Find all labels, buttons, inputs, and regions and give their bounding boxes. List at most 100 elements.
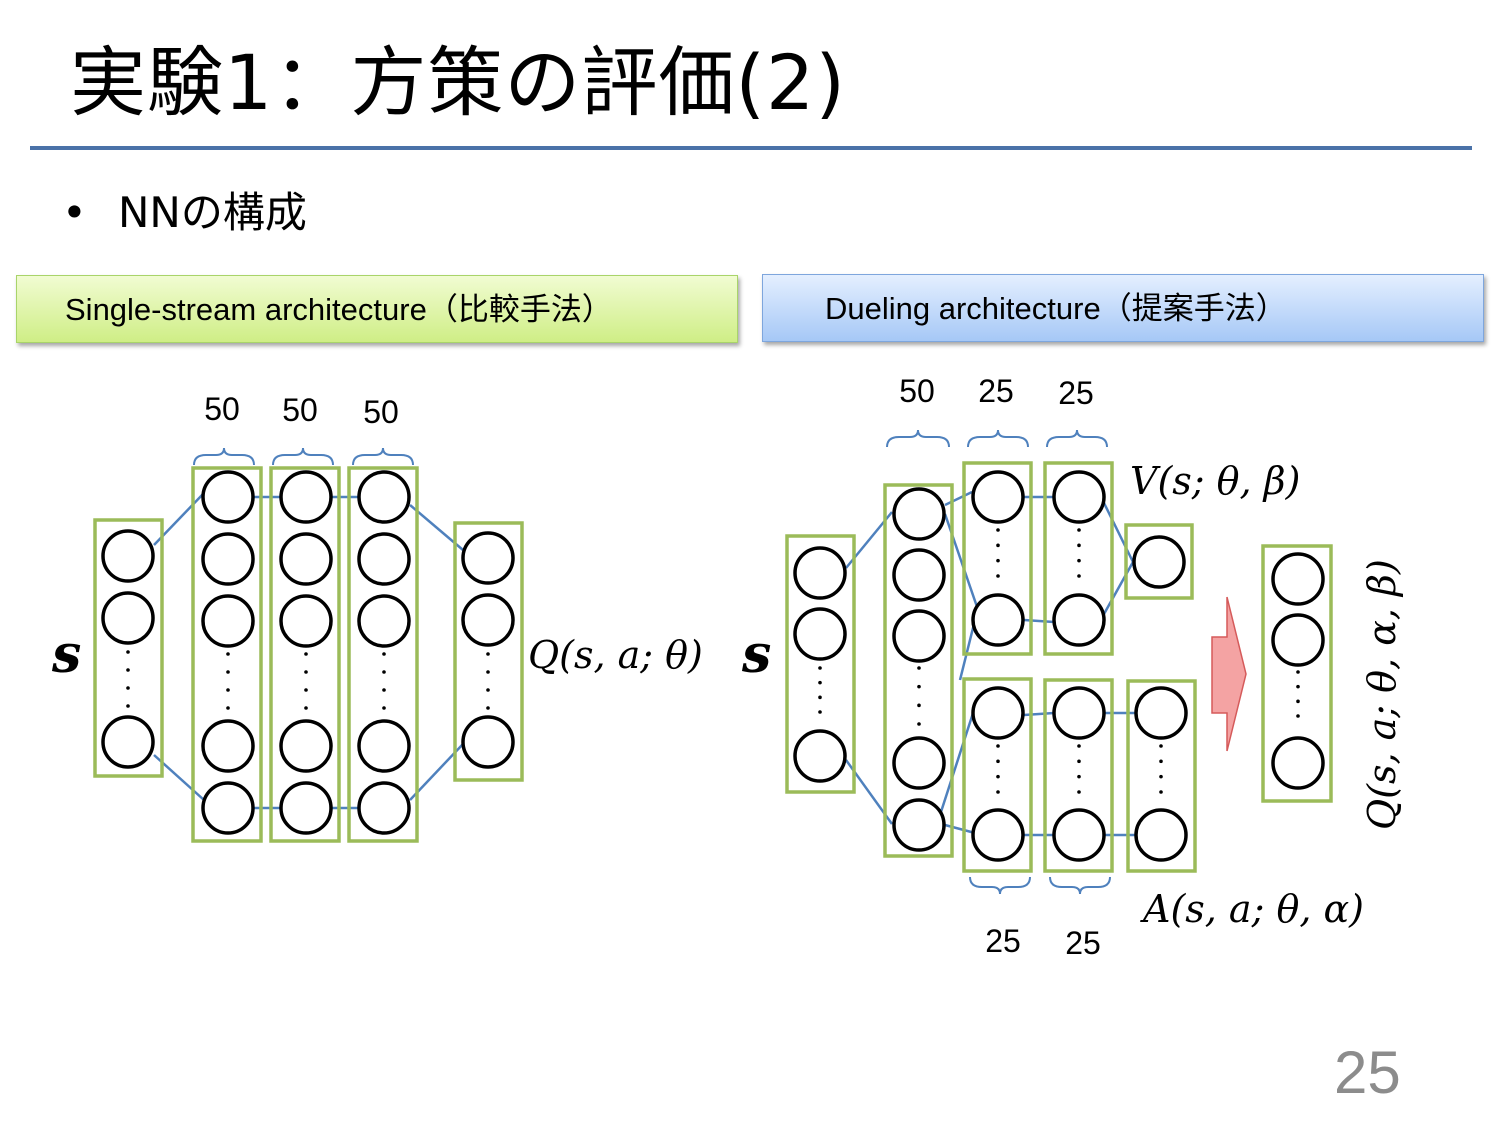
single-hidden1-neuron-0 bbox=[201, 470, 255, 524]
value-layer1-neuron-0 bbox=[971, 470, 1025, 524]
single-output-label: Q(s, a; θ) bbox=[528, 633, 703, 677]
value-layer2-size: 25 bbox=[1058, 375, 1094, 411]
dueling-output-neuron-0 bbox=[1271, 552, 1325, 606]
single-hidden3-neuron-3 bbox=[357, 719, 411, 773]
dueling-label-box: Dueling architecture（提案手法） bbox=[762, 274, 1484, 342]
single-hidden1-neuron-3 bbox=[201, 719, 255, 773]
dueling-output-label: Q(s, a; θ, α, β) bbox=[1360, 559, 1404, 830]
advantage-output-ellipsis bbox=[1159, 744, 1163, 794]
advantage-l1-l2-top bbox=[1023, 711, 1055, 717]
hidden-to-advantage-bottom bbox=[944, 823, 976, 835]
single-input-ellipsis bbox=[126, 650, 130, 708]
advantage-layer1-neuron-1 bbox=[971, 808, 1025, 862]
single-output-layer-box bbox=[453, 521, 524, 782]
dueling-input-layer-box bbox=[785, 534, 856, 794]
transform-arrow-icon bbox=[1211, 596, 1247, 752]
value-output-neuron bbox=[1132, 535, 1186, 589]
single-hidden3-neuron-2 bbox=[357, 594, 411, 648]
value-l1-l2-bottom bbox=[1023, 618, 1055, 624]
advantage-layer2-brace bbox=[1049, 876, 1111, 895]
dueling-hidden-neuron-0 bbox=[892, 487, 946, 541]
dueling-hidden-neuron-3 bbox=[892, 736, 946, 790]
value-layer1-brace bbox=[967, 429, 1029, 448]
hidden-to-value-top bbox=[944, 490, 973, 507]
value-to-output-bottom bbox=[1102, 561, 1135, 615]
single-hidden2-neuron-2 bbox=[279, 594, 333, 648]
slide-title: 実験1：方策の評価(2) bbox=[70, 38, 847, 127]
value-layer2-neuron-0 bbox=[1052, 470, 1106, 524]
dueling-input-neuron-2 bbox=[793, 729, 847, 783]
value-output-box bbox=[1124, 523, 1194, 600]
single-input-neuron-1 bbox=[101, 591, 155, 645]
single-input-neuron-2 bbox=[101, 715, 155, 769]
bullet-item: •NNの構成 bbox=[62, 186, 307, 240]
dueling-output-ellipsis bbox=[1296, 670, 1300, 718]
advantage-layer1-brace bbox=[969, 876, 1031, 895]
advantage-layer1-ellipsis bbox=[996, 744, 1000, 794]
single-hidden2-neuron-0 bbox=[279, 470, 333, 524]
dueling-hidden-neuron-2 bbox=[892, 609, 946, 663]
single-hidden1-neuron-4 bbox=[201, 781, 255, 835]
single-hidden3-neuron-0 bbox=[357, 470, 411, 524]
single-output-neuron-0 bbox=[461, 531, 515, 585]
bullet-dot-icon: • bbox=[62, 188, 87, 237]
value-stream-label: V(s; θ, β) bbox=[1130, 459, 1300, 503]
single-layer1-size: 50 bbox=[204, 391, 240, 427]
dueling-input-neuron-0 bbox=[793, 546, 847, 600]
dueling-hidden-ellipsis bbox=[917, 666, 921, 726]
single-hidden2-layer-box bbox=[269, 466, 341, 843]
advantage-output-box bbox=[1126, 679, 1197, 873]
single-layer3-size: 50 bbox=[363, 394, 399, 430]
advantage-layer2-size: 25 bbox=[1065, 925, 1101, 961]
advantage-output-neuron-1 bbox=[1134, 808, 1188, 862]
single-hidden1-neuron-1 bbox=[201, 532, 255, 586]
advantage-layer1-neuron-0 bbox=[971, 686, 1025, 740]
advantage-layer1-box bbox=[962, 677, 1033, 873]
dueling-hidden-neuron-4 bbox=[892, 798, 946, 852]
single-layer2-brace bbox=[272, 447, 334, 466]
single-layer3-brace bbox=[352, 447, 414, 466]
single-layer2-size: 50 bbox=[282, 392, 318, 428]
advantage-layer2-neuron-1 bbox=[1052, 808, 1106, 862]
hidden-cross-link bbox=[958, 619, 977, 681]
value-layer1-ellipsis bbox=[996, 528, 1000, 578]
single-hidden2-neuron-3 bbox=[279, 719, 333, 773]
single-hidden1-ellipsis bbox=[226, 652, 230, 710]
single-output-neuron-2 bbox=[461, 715, 515, 769]
single-input-layer-box bbox=[93, 518, 164, 778]
page-number: 25 bbox=[1334, 1039, 1401, 1106]
dueling-output-neuron-2 bbox=[1271, 736, 1325, 790]
value-layer2-brace bbox=[1046, 429, 1108, 448]
hidden-to-advantage-top bbox=[938, 706, 977, 816]
advantage-layer1-size: 25 bbox=[985, 923, 1021, 959]
dueling-hidden-layer-box bbox=[883, 483, 954, 858]
value-layer2-ellipsis bbox=[1077, 528, 1081, 578]
single-hidden2-neuron-4 bbox=[279, 781, 333, 835]
value-layer2-box bbox=[1043, 461, 1114, 656]
single-input-neuron-0 bbox=[101, 529, 155, 583]
dueling-output-layer-box bbox=[1261, 544, 1333, 803]
single-hidden2-neuron-1 bbox=[279, 532, 333, 586]
single-input-label: s bbox=[51, 624, 81, 685]
dueling-input-ellipsis bbox=[818, 666, 822, 714]
advantage-output-neuron-0 bbox=[1134, 686, 1188, 740]
single-hidden1-neuron-2 bbox=[201, 594, 255, 648]
value-layer1-box bbox=[962, 461, 1033, 656]
single-hidden1-layer-box bbox=[191, 466, 263, 843]
advantage-layer2-ellipsis bbox=[1077, 744, 1081, 794]
dueling-hidden-neuron-1 bbox=[892, 548, 946, 602]
value-to-output-top bbox=[1102, 502, 1135, 563]
value-layer2-neuron-1 bbox=[1052, 593, 1106, 647]
dueling-layer1-size: 50 bbox=[899, 373, 935, 409]
single-hidden3-ellipsis bbox=[382, 652, 386, 710]
single-layer1-brace bbox=[193, 447, 255, 466]
value-layer1-neuron-1 bbox=[971, 593, 1025, 647]
single-output-neuron-1 bbox=[461, 593, 515, 647]
single-hidden3-neuron-1 bbox=[357, 532, 411, 586]
advantage-layer2-neuron-0 bbox=[1052, 686, 1106, 740]
single-hidden3-layer-box bbox=[347, 466, 419, 843]
dueling-input-neuron-1 bbox=[793, 607, 847, 661]
single-output-ellipsis bbox=[486, 652, 490, 710]
advantage-stream-label: A(s, a; θ, α) bbox=[1140, 887, 1364, 931]
